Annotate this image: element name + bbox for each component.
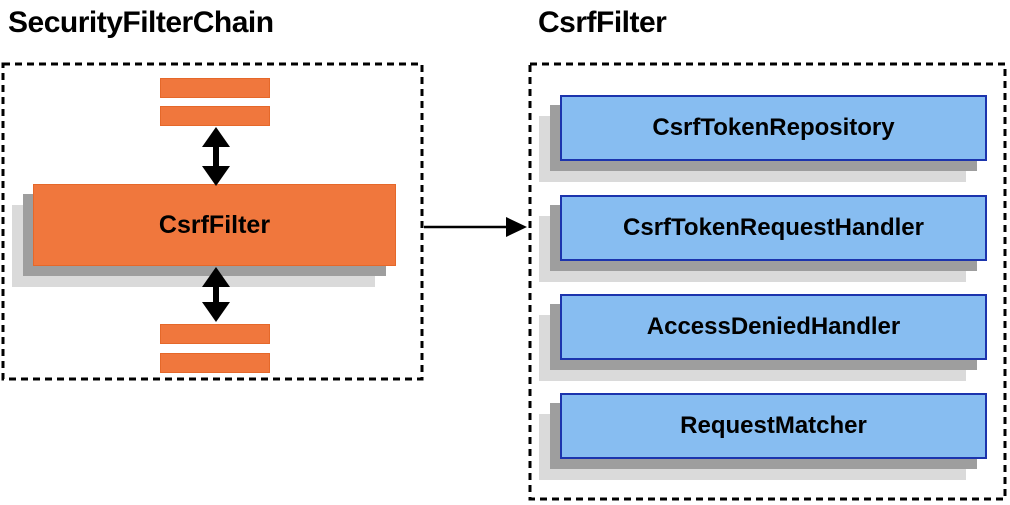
filter-placeholder-bar xyxy=(160,324,270,344)
csrf-filter-node-label: CsrfFilter xyxy=(33,184,396,266)
component-label: CsrfTokenRequestHandler xyxy=(560,195,987,261)
component-label: CsrfTokenRepository xyxy=(560,95,987,161)
up-down-arrow-icon xyxy=(202,127,230,186)
component-label: RequestMatcher xyxy=(560,393,987,459)
filter-placeholder-bar xyxy=(160,353,270,373)
csrf-filter-node: CsrfFilter xyxy=(12,184,396,287)
component-csrf-token-request-handler: CsrfTokenRequestHandler xyxy=(539,195,987,282)
right-arrow-icon xyxy=(424,217,527,237)
security-filter-chain-title: SecurityFilterChain xyxy=(8,6,274,39)
component-csrf-token-repository: CsrfTokenRepository xyxy=(539,95,987,182)
component-request-matcher: RequestMatcher xyxy=(539,393,987,480)
component-access-denied-handler: AccessDeniedHandler xyxy=(539,294,987,381)
component-label: AccessDeniedHandler xyxy=(560,294,987,360)
csrf-filter-panel-title: CsrfFilter xyxy=(538,6,667,39)
filter-placeholder-bar xyxy=(160,78,270,98)
filter-placeholder-bar xyxy=(160,106,270,126)
